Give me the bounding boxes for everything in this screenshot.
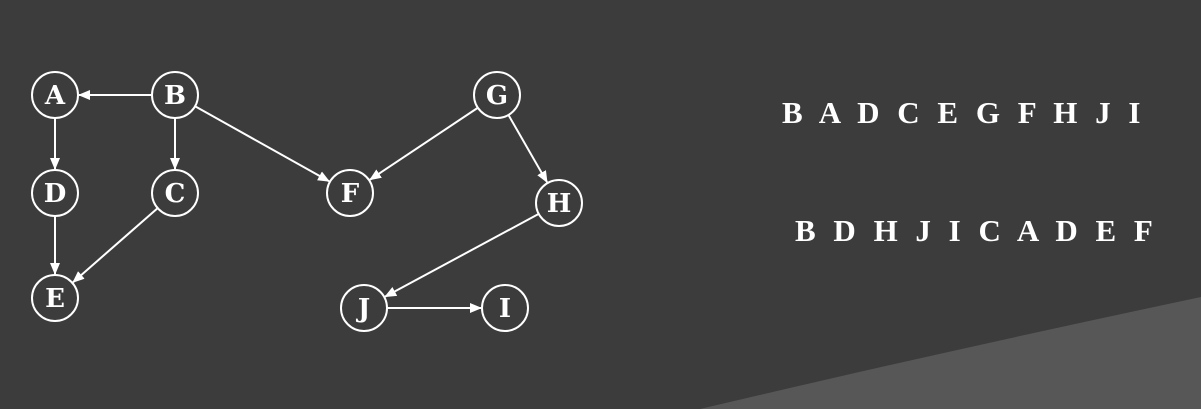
node-label: A	[44, 81, 66, 111]
node-circle	[31, 71, 79, 119]
node-circle	[481, 284, 529, 332]
node-label: I	[499, 294, 511, 324]
edge-g-to-f	[369, 106, 479, 181]
node-label: H	[547, 189, 572, 219]
edge-b-to-f	[194, 105, 330, 183]
edge-g-to-h	[507, 114, 548, 184]
node-j: J	[340, 284, 388, 332]
node-f: F	[326, 169, 374, 217]
node-g: G	[473, 71, 521, 119]
node-label: F	[341, 179, 360, 209]
node-circle	[326, 169, 374, 217]
traversal-sequence-2: B D H J I C A D E F	[795, 213, 1158, 248]
node-circle	[31, 169, 79, 217]
node-circle	[473, 71, 521, 119]
node-circle	[340, 284, 388, 332]
node-label: D	[44, 179, 67, 209]
edge-c-to-e	[72, 207, 159, 283]
node-d: D	[31, 169, 79, 217]
node-circle	[151, 169, 199, 217]
node-label: E	[45, 284, 65, 314]
node-h: H	[535, 179, 583, 227]
node-i: I	[481, 284, 529, 332]
node-label: J	[356, 294, 370, 324]
nodes-layer: A B C D E F G H I J	[31, 71, 583, 332]
edges-layer	[50, 90, 548, 313]
node-label: G	[486, 81, 508, 111]
node-label: B	[164, 81, 186, 111]
node-e: E	[31, 274, 79, 322]
node-circle	[151, 71, 199, 119]
node-c: C	[151, 169, 199, 217]
traversal-sequence-1: B A D C E G F H J I	[782, 95, 1146, 130]
node-circle	[31, 274, 79, 322]
corner-swoosh-decoration	[700, 297, 1201, 409]
node-circle	[535, 179, 583, 227]
edge-h-to-j	[384, 213, 540, 298]
node-a: A	[31, 71, 79, 119]
node-label: C	[165, 179, 186, 209]
node-b: B	[151, 71, 199, 119]
